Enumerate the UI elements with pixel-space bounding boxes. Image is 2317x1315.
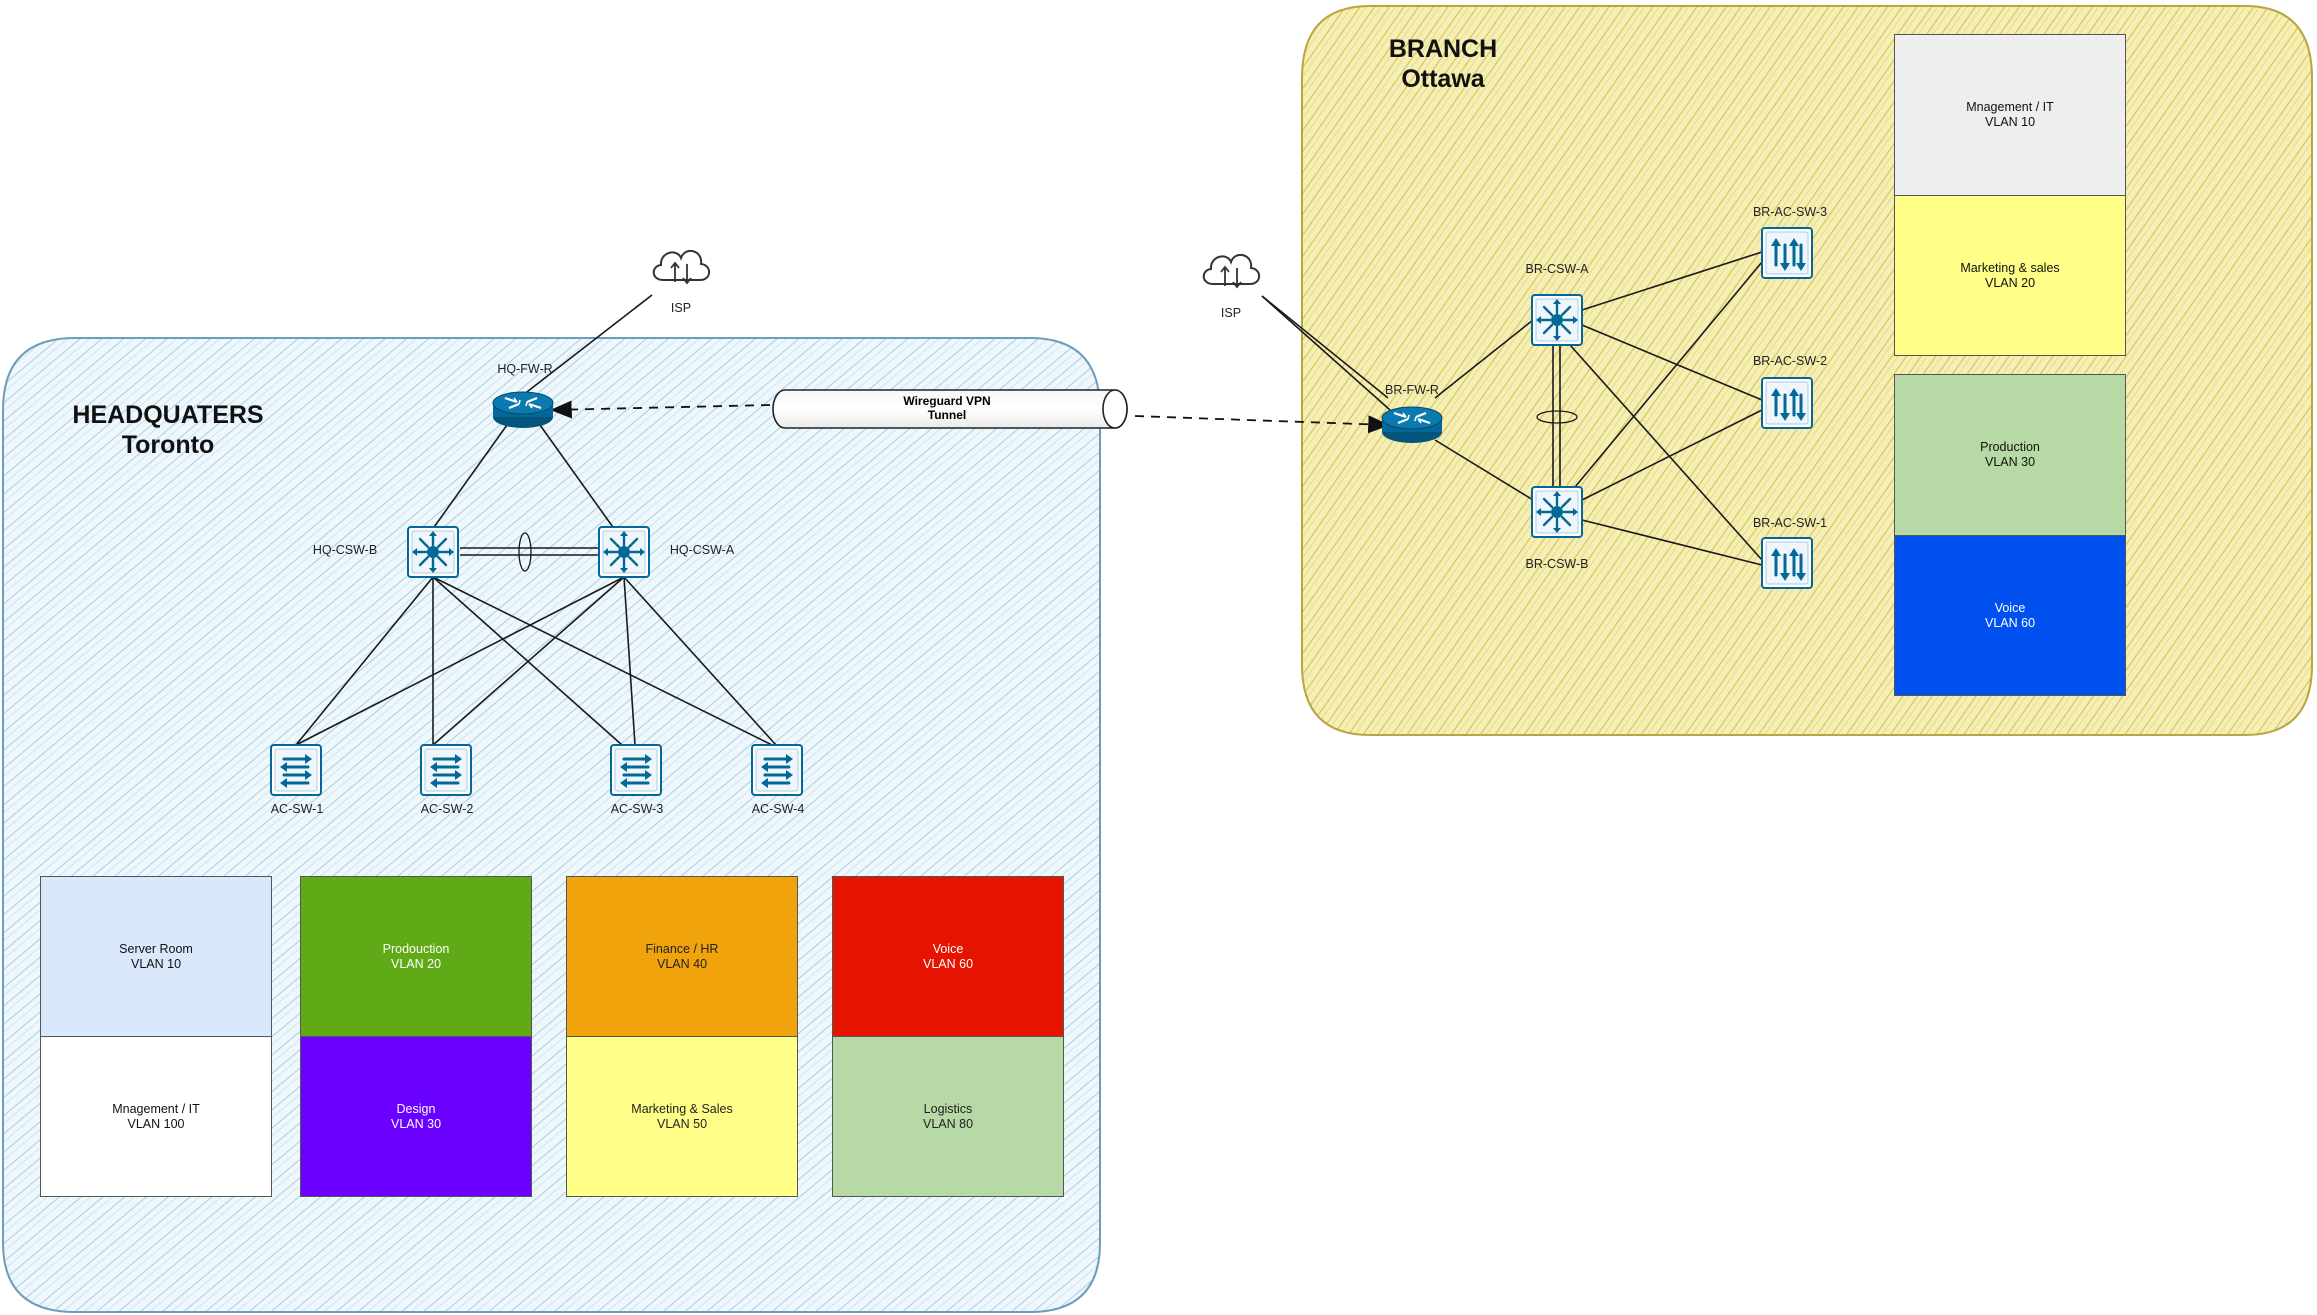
hq-core-switch-b-icon[interactable] (406, 525, 460, 579)
hq-isp-cloud-icon (652, 249, 711, 284)
branch-isp-link (1261, 295, 1391, 411)
hq-zone (1, 337, 1101, 1313)
branch-core-switch-b-icon[interactable] (1530, 485, 1584, 539)
hq-links (295, 294, 777, 746)
branch-core-switch-a-icon[interactable] (1530, 293, 1584, 347)
branch-zone (1301, 5, 2313, 736)
vpn-link-branch (1134, 415, 1390, 434)
hq-core-switch-a-icon[interactable] (597, 525, 651, 579)
branch-access-switch-1-icon[interactable] (1760, 536, 1814, 590)
branch-firewall-router-icon[interactable] (1380, 405, 1444, 445)
hq-core-link-bundle (518, 532, 532, 572)
branch-access-switch-2-icon[interactable] (1760, 376, 1814, 430)
branch-isp-cloud-icon (1202, 253, 1261, 288)
vpn-link-hq (550, 400, 771, 419)
branch-access-switch-3-icon[interactable] (1760, 226, 1814, 280)
hq-access-switch-3-icon[interactable] (609, 743, 663, 797)
hq-access-switch-4-icon[interactable] (750, 743, 804, 797)
hq-firewall-router-icon[interactable] (491, 390, 555, 430)
hq-access-switch-2-icon[interactable] (419, 743, 473, 797)
branch-core-link-bundle (1536, 410, 1578, 424)
vpn-tunnel (772, 389, 1128, 429)
hq-access-switch-1-icon[interactable] (269, 743, 323, 797)
branch-links (1261, 251, 1763, 566)
